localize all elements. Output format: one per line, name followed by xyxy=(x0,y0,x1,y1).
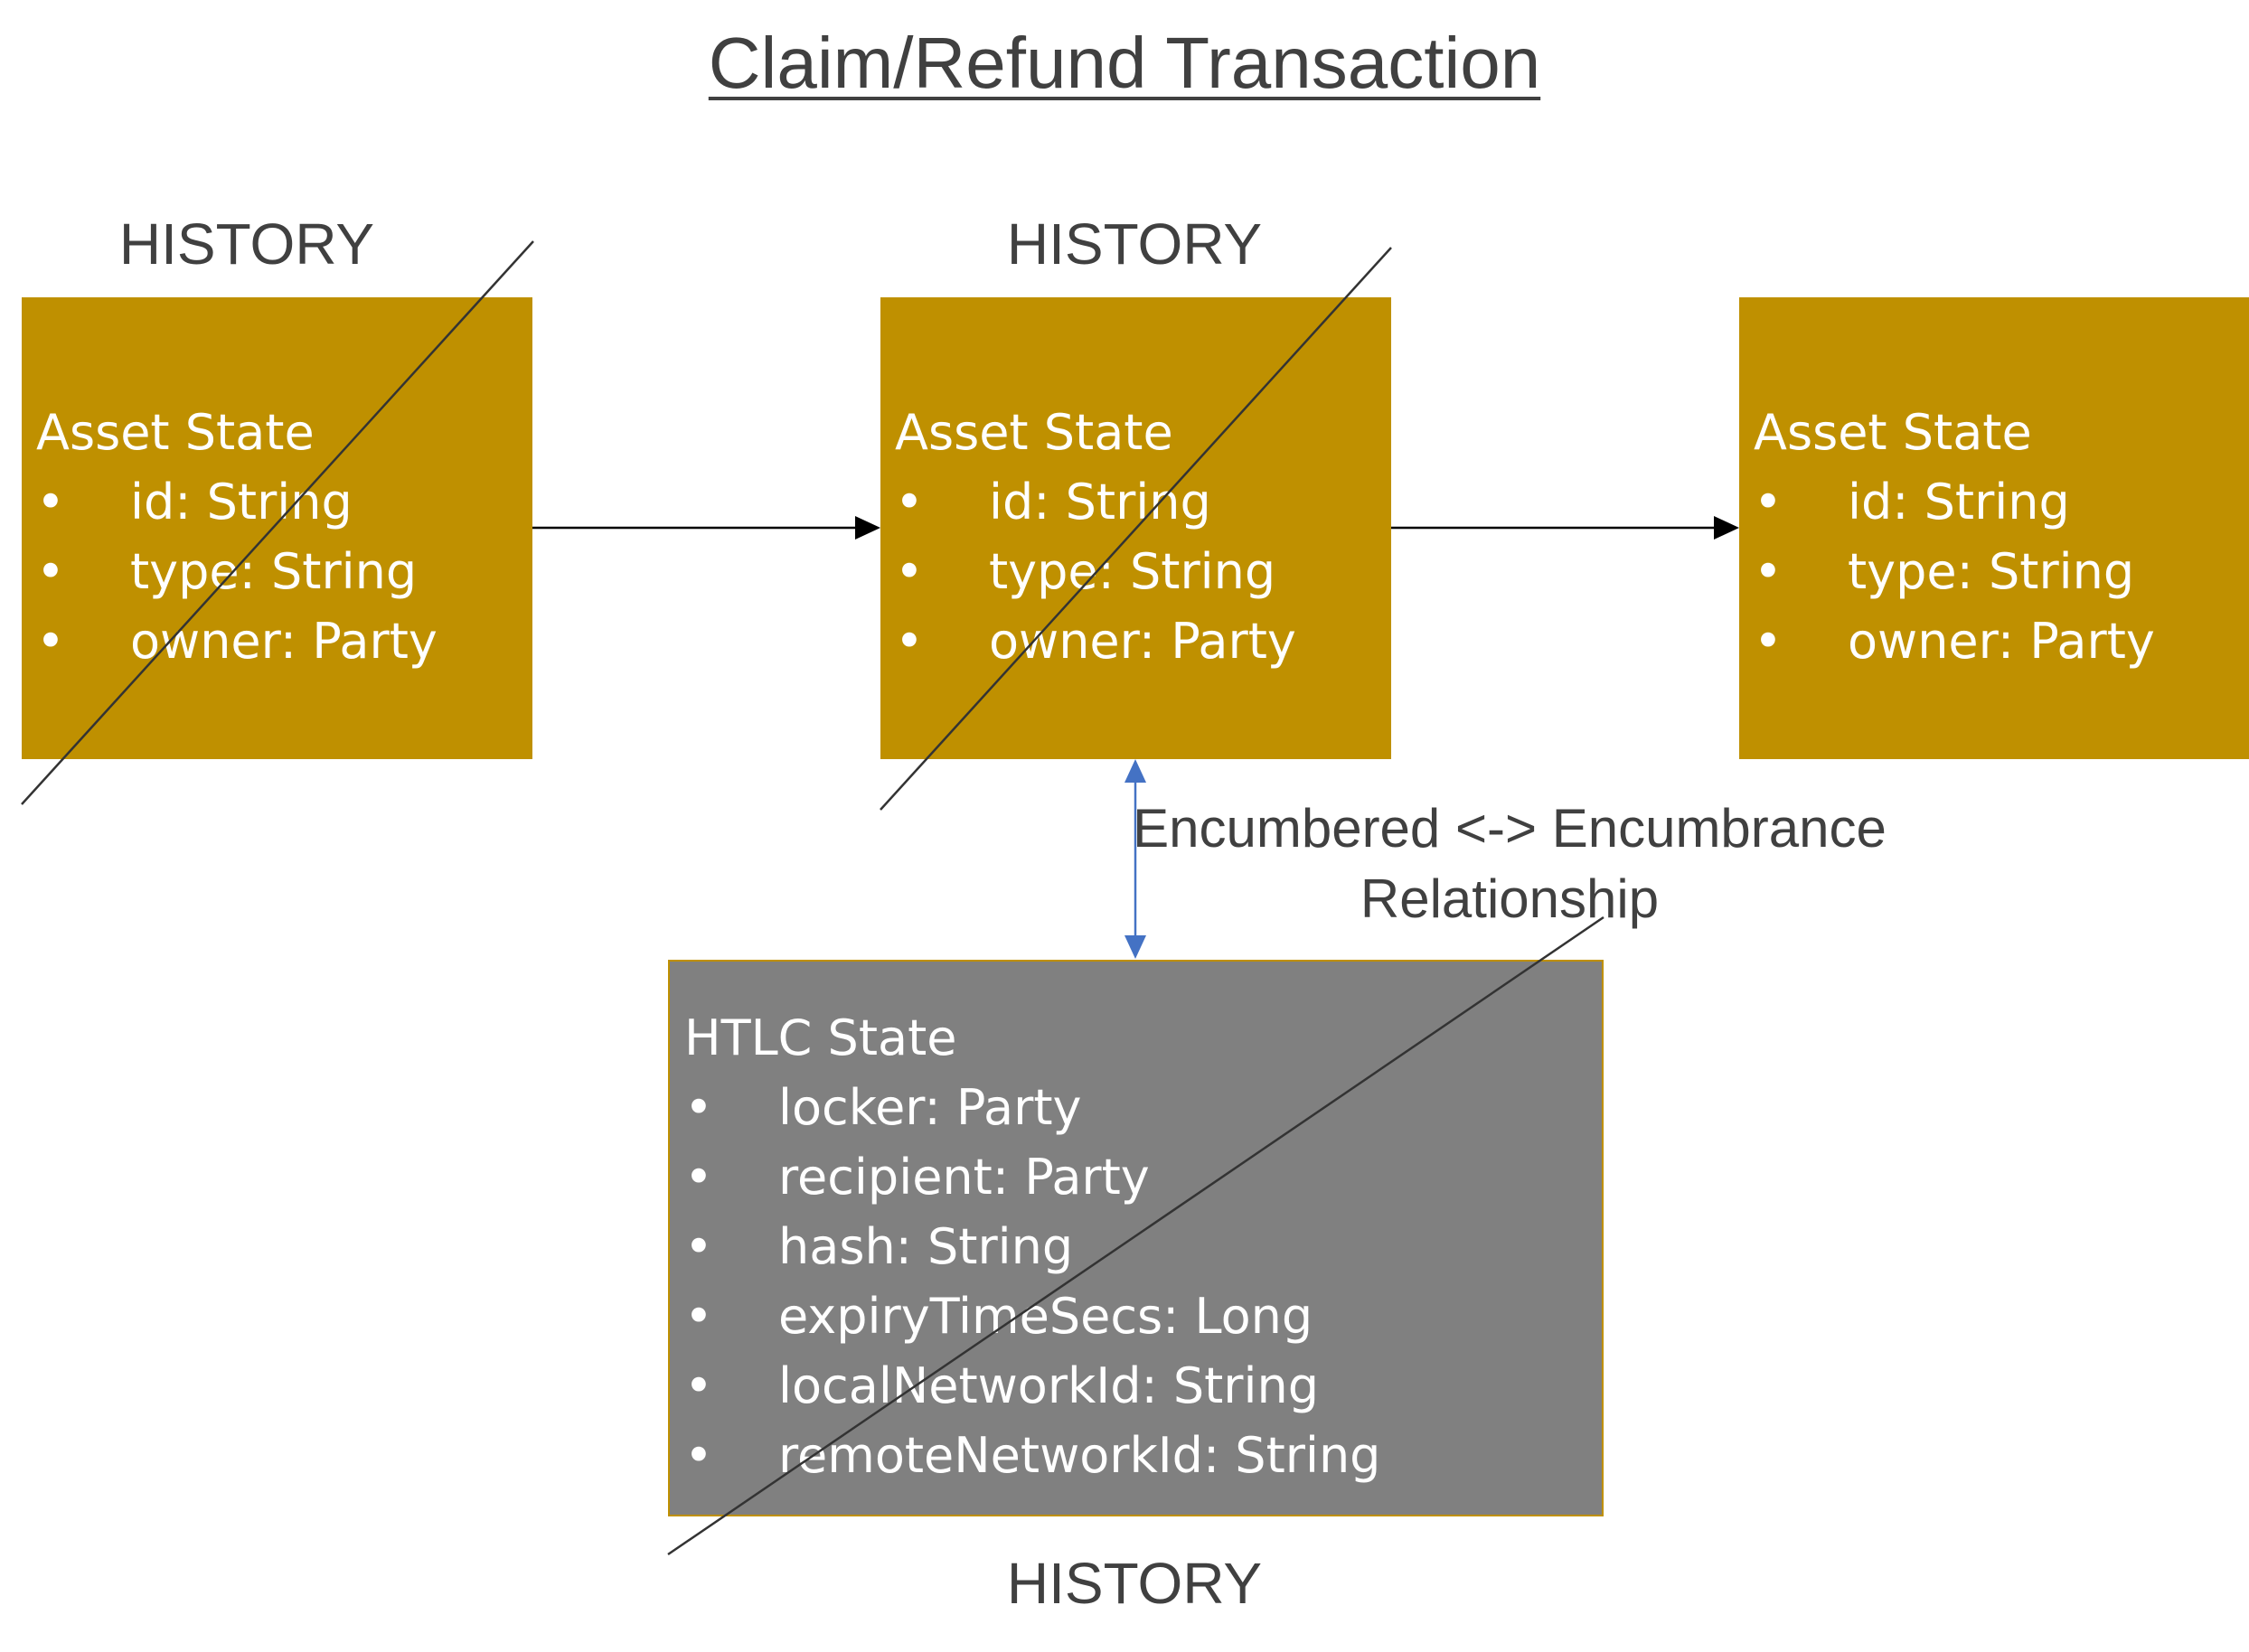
field-label: owner: Party xyxy=(1848,613,2155,670)
bullet-icon: • xyxy=(36,613,65,670)
bullet-icon: • xyxy=(1754,543,1783,600)
htlc-state-field: • recipient: Party xyxy=(684,1142,1602,1212)
arrow-asset-1-to-2 xyxy=(532,516,880,540)
field-label: type: String xyxy=(989,543,1276,600)
bullet-icon: • xyxy=(1754,474,1783,530)
asset-state-title: Asset State xyxy=(1754,404,2032,461)
asset-state-field-list: • id: String • type: String • owner: Party xyxy=(36,467,532,676)
asset-state-title: Asset State xyxy=(895,404,1173,461)
asset-state-field-list: • id: String • type: String • owner: Party xyxy=(895,467,1391,676)
relationship-label: Encumbered <-> Encumbrance Relationship xyxy=(1076,793,1943,934)
asset-state-field: • id: String xyxy=(1754,467,2249,537)
bullet-icon: • xyxy=(684,1427,713,1484)
htlc-state-field: • hash: String xyxy=(684,1212,1602,1281)
htlc-state-field: • expiryTimeSecs: Long xyxy=(684,1281,1602,1351)
relationship-label-line1: Encumbered <-> Encumbrance xyxy=(1133,798,1887,859)
htlc-state-field-list: • locker: Party • recipient: Party • hash: … xyxy=(684,1073,1602,1490)
htlc-state-title: HTLC State xyxy=(684,1009,957,1066)
asset-state-field: • owner: Party xyxy=(1754,606,2249,676)
field-label: id: String xyxy=(130,474,353,530)
bullet-icon: • xyxy=(36,474,65,530)
field-label: id: String xyxy=(989,474,1211,530)
arrow-asset-2-to-3 xyxy=(1391,516,1739,540)
field-label: recipient: Party xyxy=(778,1149,1150,1206)
bullet-icon: • xyxy=(895,543,924,600)
history-label-left: HISTORY xyxy=(118,211,375,277)
bullet-icon: • xyxy=(1754,613,1783,670)
diagram-title: Claim/Refund Transaction xyxy=(708,23,1541,103)
bullet-icon: • xyxy=(684,1079,713,1136)
field-label: locker: Party xyxy=(778,1079,1082,1136)
bullet-icon: • xyxy=(684,1357,713,1414)
asset-state-field: • type: String xyxy=(895,537,1391,606)
htlc-state-field: • remoteNetworkId: String xyxy=(684,1421,1602,1490)
bullet-icon: • xyxy=(36,543,65,600)
htlc-state-field: • locker: Party xyxy=(684,1073,1602,1142)
bullet-icon: • xyxy=(684,1288,713,1345)
htlc-state-box: HTLC State • locker: Party • recipient: Pa… xyxy=(668,960,1604,1516)
history-label-bottom: HISTORY xyxy=(1006,1551,1263,1616)
bullet-icon: • xyxy=(684,1149,713,1206)
asset-state-field: • owner: Party xyxy=(36,606,532,676)
field-label: remoteNetworkId: String xyxy=(778,1427,1381,1484)
asset-state-box-3: Asset State • id: String • type: String • o… xyxy=(1739,297,2249,759)
htlc-state-field: • localNetworkId: String xyxy=(684,1351,1602,1421)
asset-state-title: Asset State xyxy=(36,404,315,461)
asset-state-field: • type: String xyxy=(1754,537,2249,606)
asset-state-field: • owner: Party xyxy=(895,606,1391,676)
field-label: id: String xyxy=(1848,474,2070,530)
field-label: owner: Party xyxy=(989,613,1296,670)
bullet-icon: • xyxy=(684,1218,713,1275)
bullet-icon: • xyxy=(895,474,924,530)
field-label: owner: Party xyxy=(130,613,438,670)
field-label: hash: String xyxy=(778,1218,1074,1275)
relationship-label-line2: Relationship xyxy=(1360,868,1660,929)
asset-state-box-1: Asset State • id: String • type: String • o… xyxy=(22,297,532,759)
field-label: type: String xyxy=(130,543,418,600)
asset-state-box-2: Asset State • id: String • type: String • o… xyxy=(880,297,1391,759)
asset-state-field: • type: String xyxy=(36,537,532,606)
field-label: expiryTimeSecs: Long xyxy=(778,1288,1313,1345)
asset-state-field-list: • id: String • type: String • owner: Party xyxy=(1754,467,2249,676)
field-label: type: String xyxy=(1848,543,2135,600)
field-label: localNetworkId: String xyxy=(778,1357,1320,1414)
history-label-middle: HISTORY xyxy=(1006,211,1263,277)
asset-state-field: • id: String xyxy=(36,467,532,537)
asset-state-field: • id: String xyxy=(895,467,1391,537)
bullet-icon: • xyxy=(895,613,924,670)
